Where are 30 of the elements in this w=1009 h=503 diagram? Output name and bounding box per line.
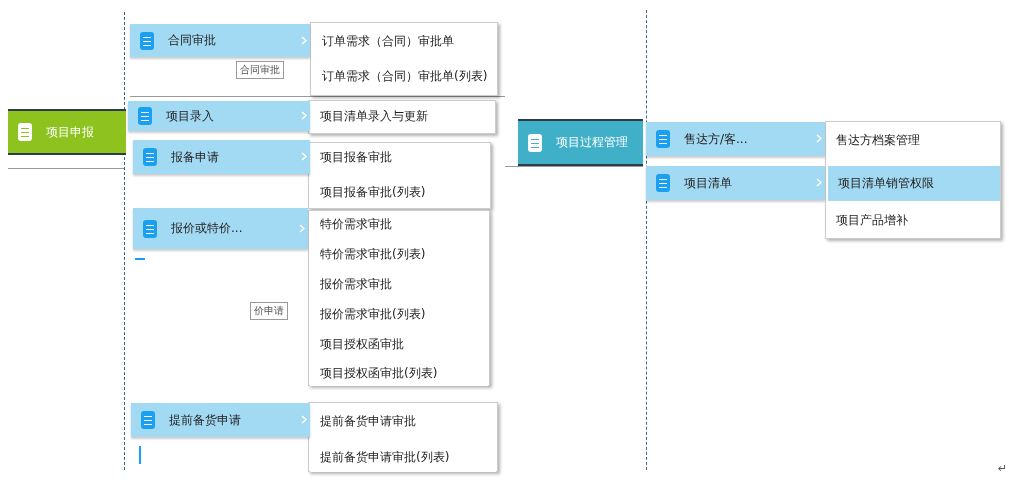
submenu-item: 售达方/客... [646,122,825,156]
paragraph-mark: ↵ [998,462,1008,475]
submenu-item: 合同审批 [130,24,310,57]
node-label: 提前备货申请审批 [320,413,416,428]
tooltip: 合同审批 [236,61,284,79]
node-label: 项目报备审批 [320,149,392,164]
node-label: 报价需求审批 [320,276,392,291]
dropdown-item: 售达方档案管理 [826,124,1000,156]
dropdown-item: 项目清单销管权限 [828,166,1000,201]
node-label: 提前备货申请审批(列表) [320,449,450,464]
node-label: 特价需求审批(列表) [320,246,426,261]
nav-menu-item: 项目过程管理 [518,119,643,166]
submenu-item: 报价或特价... [133,208,308,249]
submenu-item: 项目清单 [646,166,825,200]
node-label: 报价需求审批(列表) [320,306,426,321]
node-label: 售达方档案管理 [836,132,920,147]
node-label: 订单需求（合同）审批单 [322,33,454,48]
node-label: 项目授权函审批(列表) [320,365,438,380]
tooltip: 价申请 [250,302,288,320]
dropdown-item: 项目产品增补 [826,204,1000,236]
node-label: 特价需求审批 [320,216,392,231]
submenu-item: 提前备货申请 [131,403,310,437]
node-label: 项目清单录入与更新 [320,108,428,123]
node-label: 项目授权函审批 [320,336,404,351]
node-label: 订单需求（合同）审批单(列表) [322,68,488,83]
nav-menu-item: 项目申报 [8,109,126,155]
node-label: 项目产品增补 [836,212,908,227]
node-label: 项目报备审批(列表) [320,184,426,199]
submenu-item: 项目录入 [128,101,310,131]
submenu-item: 报备申请 [133,140,310,174]
